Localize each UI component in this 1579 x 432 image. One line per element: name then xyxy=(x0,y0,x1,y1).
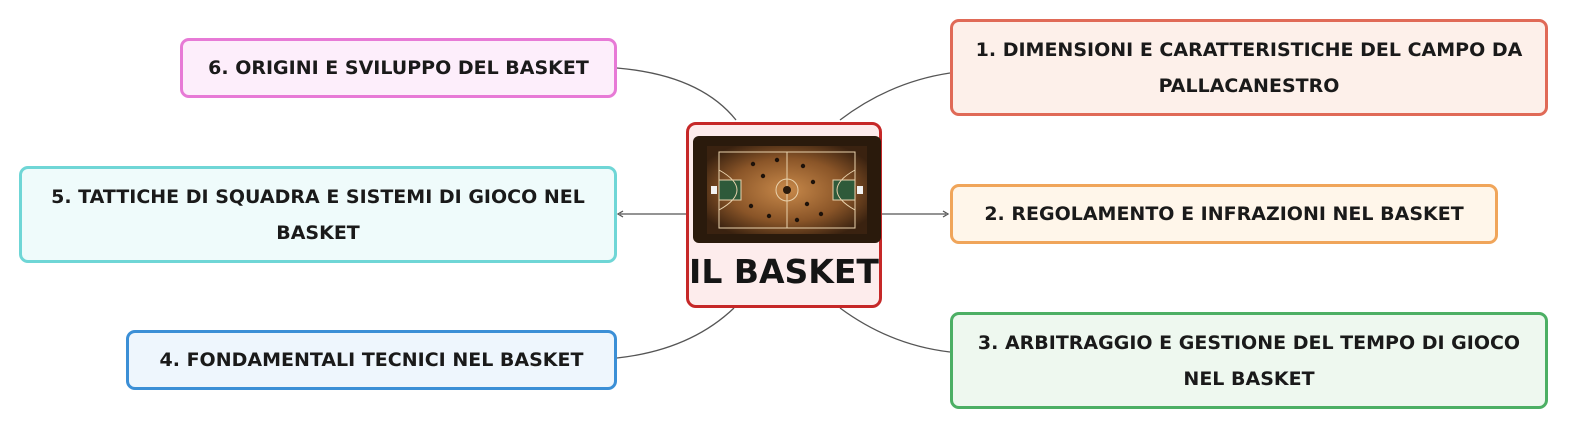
connector-node-6 xyxy=(616,67,737,121)
connector-node-4 xyxy=(616,307,735,359)
topic-node-2[interactable]: 2. REGOLAMENTO E INFRAZIONI NEL BASKET xyxy=(950,184,1498,244)
topic-node-3[interactable]: 3. ARBITRAGGIO E GESTIONE DEL TEMPO DI G… xyxy=(950,312,1548,409)
central-topic-node[interactable]: IL BASKET xyxy=(686,122,882,308)
topic-node-2-label: 2. REGOLAMENTO E INFRAZIONI NEL BASKET xyxy=(984,203,1464,225)
topic-node-4-label: 4. FONDAMENTALI TECNICI NEL BASKET xyxy=(159,349,584,371)
basketball-court-image xyxy=(693,136,881,243)
topic-node-4[interactable]: 4. FONDAMENTALI TECNICI NEL BASKET xyxy=(126,330,617,390)
topic-node-5-label: 5. TATTICHE DI SQUADRA E SISTEMI DI GIOC… xyxy=(51,185,585,244)
connector-node-1 xyxy=(839,72,951,121)
topic-node-6-label: 6. ORIGINI E SVILUPPO DEL BASKET xyxy=(208,57,589,79)
topic-node-5[interactable]: 5. TATTICHE DI SQUADRA E SISTEMI DI GIOC… xyxy=(19,166,617,263)
topic-node-6[interactable]: 6. ORIGINI E SVILUPPO DEL BASKET xyxy=(180,38,617,98)
connector-arrow-node-2 xyxy=(942,210,950,218)
topic-node-1[interactable]: 1. DIMENSIONI E CARATTERISTICHE DEL CAMP… xyxy=(950,19,1548,116)
connector-node-3 xyxy=(839,307,951,353)
topic-node-3-label: 3. ARBITRAGGIO E GESTIONE DEL TEMPO DI G… xyxy=(977,331,1521,390)
central-topic-title: IL BASKET xyxy=(689,252,879,291)
connector-arrow-node-5 xyxy=(616,210,624,218)
topic-node-1-label: 1. DIMENSIONI E CARATTERISTICHE DEL CAMP… xyxy=(975,38,1523,97)
